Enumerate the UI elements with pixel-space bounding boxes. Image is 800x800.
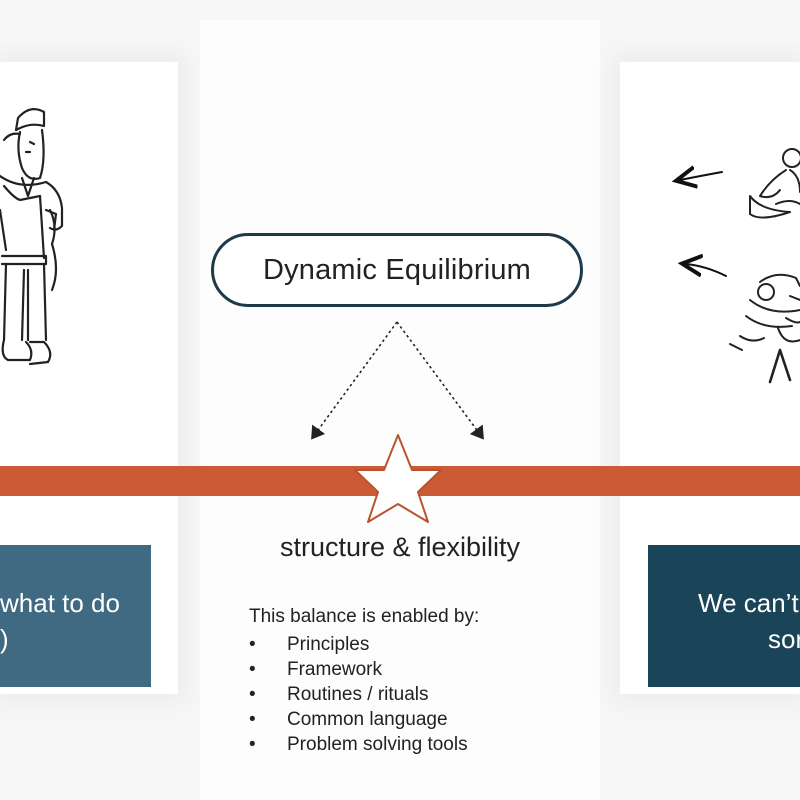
- saluting-soldier-icon: [0, 107, 64, 366]
- list-item: •Principles: [249, 634, 370, 655]
- scattered-people-icon: [729, 148, 800, 384]
- right-box: We can’t sor: [648, 545, 800, 687]
- equilibrium-arrows: [311, 321, 484, 440]
- bullet-icon: •: [249, 709, 256, 730]
- center-panel: [200, 20, 600, 800]
- list-item: •Framework: [249, 659, 383, 680]
- pill-label: Dynamic Equilibrium: [262, 253, 532, 286]
- left-box: what to do ): [0, 545, 151, 687]
- enabler-list: •Principles •Framework •Routines / ritua…: [249, 632, 468, 757]
- enabled-intro: This balance is enabled by:: [249, 606, 480, 627]
- subtitle: structure & flexibility: [279, 532, 521, 562]
- list-item: •Problem solving tools: [249, 734, 468, 755]
- list-item: •Common language: [249, 709, 448, 730]
- bullet-icon: •: [249, 734, 256, 755]
- list-item: •Routines / rituals: [249, 684, 429, 705]
- bullet-icon: •: [249, 659, 256, 680]
- dynamic-equilibrium-pill: Dynamic Equilibrium: [211, 233, 583, 307]
- left-box-line1: what to do: [0, 588, 120, 618]
- star-icon: [354, 434, 442, 523]
- bullet-icon: •: [249, 634, 256, 655]
- right-box-line1: We can’t: [698, 588, 799, 618]
- left-box-line2: ): [0, 624, 9, 654]
- bullet-icon: •: [249, 684, 256, 705]
- right-box-line2: sor: [768, 624, 800, 654]
- sketch-arrows: [680, 172, 727, 276]
